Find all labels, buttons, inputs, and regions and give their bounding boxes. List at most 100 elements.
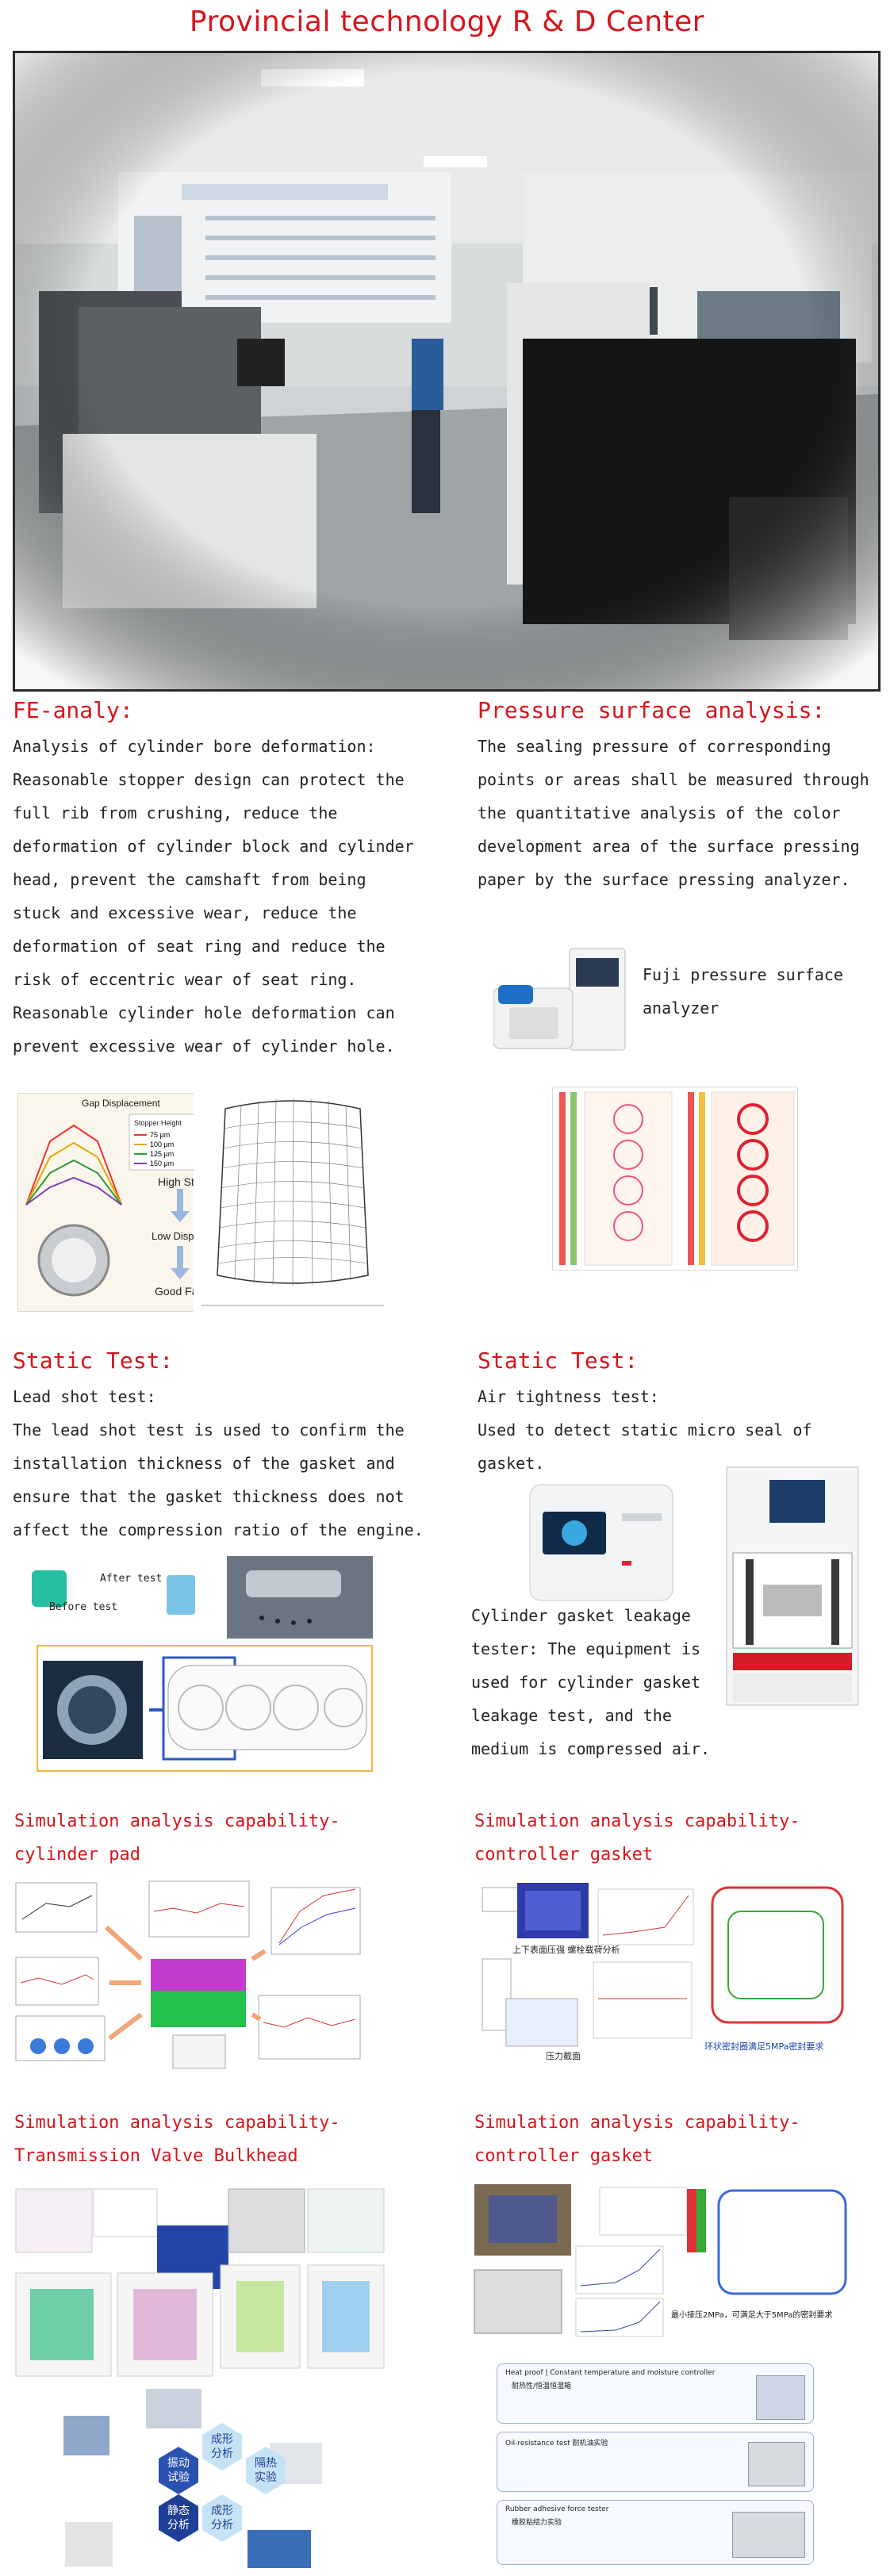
airtight-machine-image xyxy=(722,1466,863,1710)
sim-heading-line: controller gasket xyxy=(474,1845,654,1865)
hex-label: 成形 xyxy=(211,2505,233,2517)
fe-line: Reasonable cylinder hole deformation can xyxy=(13,1003,395,1022)
pressure-line: the quantitative analysis of the color xyxy=(478,803,841,822)
sim-heading-line: controller gasket xyxy=(474,2146,654,2166)
adhesive-tester-icon xyxy=(732,2512,805,2558)
sim-heading-line: Simulation analysis capability- xyxy=(474,1811,800,1831)
heat-proof-sub: 耐热性/恒温恒湿箱 xyxy=(512,2382,572,2390)
gap-label: Gap Displacement xyxy=(82,1098,160,1109)
ctrl-gasket-sim-image: 上下表面压强 螺栓载荷分析 压力截面 环状密封圈满足5MPa密封要求 xyxy=(474,1880,847,2067)
fe-line: deformation of cylinder block and cylind… xyxy=(13,837,414,856)
fe-line: full rib from crushing, reduce the xyxy=(13,803,338,822)
hex-label: 静态 xyxy=(167,2505,190,2517)
lead-shot-line: ensure that the gasket thickness does no… xyxy=(13,1487,405,1506)
pressure-heading: Pressure surface analysis: xyxy=(478,697,826,723)
sim-heading-line: Simulation analysis capability- xyxy=(14,1811,340,1831)
fuji-caption-line: Fuji pressure surface xyxy=(643,965,843,984)
ctrl-note: 上下表面压强 螺栓载荷分析 xyxy=(512,1944,620,1955)
lead-shot-line: installation thickness of the gasket and xyxy=(13,1454,395,1473)
fe-line: deformation of seat ring and reduce the xyxy=(13,937,386,956)
fe-text: Analysis of cylinder bore deformation: R… xyxy=(13,730,441,1063)
lead-shot-line: The lead shot test is used to confirm th… xyxy=(13,1420,405,1439)
sim-heading-line: Transmission Valve Bulkhead xyxy=(14,2146,298,2166)
pressure-line: development area of the surface pressing xyxy=(478,837,860,856)
sim-cyl-pad-heading: Simulation analysis capability- cylinder… xyxy=(14,1805,340,1872)
after-test-label: After test xyxy=(100,1573,162,1585)
rubber-sub: 橡胶粘结力实验 xyxy=(512,2519,562,2527)
lab-photo xyxy=(13,51,881,692)
fe-line: head, prevent the camshaft from being xyxy=(13,870,366,889)
ctrl-note: 最小接压2MPa，可满足大于5MPa的密封要求 xyxy=(671,2310,832,2320)
pressure-paper-image xyxy=(552,1087,798,1271)
leak-line: tester: The equipment is xyxy=(471,1639,700,1658)
static-left-text: Lead shot test: The lead shot test is us… xyxy=(13,1380,457,1547)
pressure-line: paper by the surface pressing analyzer. xyxy=(478,870,850,889)
pressure-line: points or areas shall be measured throug… xyxy=(478,770,869,789)
ctrl-note: 环状密封圈满足5MPa密封要求 xyxy=(704,2041,823,2052)
legend-item: 150 μm xyxy=(150,1160,174,1167)
pressure-text: The sealing pressure of corresponding po… xyxy=(478,730,890,896)
lead-shot-line: affect the compression ratio of the engi… xyxy=(13,1520,424,1539)
oil-tester-icon xyxy=(748,2442,805,2486)
before-test-label: Before test xyxy=(49,1601,117,1613)
sim-valve-heading: Simulation analysis capability- Transmis… xyxy=(14,2106,340,2173)
svg-text:实验: 实验 xyxy=(255,2471,277,2484)
air-tightness-line: Used to detect static micro seal of xyxy=(478,1420,812,1439)
leak-tester-text: Cylinder gasket leakage tester: The equi… xyxy=(471,1599,725,1765)
valve-bulkhead-sim-image xyxy=(14,2186,387,2379)
leak-tester-image xyxy=(527,1477,677,1605)
leak-line: leakage test, and the xyxy=(471,1706,672,1725)
sim-ctrl-gasket-heading: Simulation analysis capability- controll… xyxy=(474,1805,800,1872)
fe-line: Reasonable stopper design can protect th… xyxy=(13,770,405,789)
air-tightness-line: gasket. xyxy=(478,1454,545,1473)
rubber-title: Rubber adhesive force tester xyxy=(505,2505,609,2513)
heat-chamber-icon xyxy=(756,2375,805,2420)
gasket-cylinder-image xyxy=(36,1645,373,1772)
oil-resistance-card: Oil-resistance test 耐机油实验 xyxy=(497,2432,814,2492)
ctrl-note: 压力截面 xyxy=(546,2050,581,2061)
legend-item: 75 μm xyxy=(150,1131,170,1139)
svg-text:分析: 分析 xyxy=(211,2519,233,2532)
oil-resistance-title: Oil-resistance test 耐机油实验 xyxy=(505,2440,608,2448)
fe-line: prevent excessive wear of cylinder hole. xyxy=(13,1037,395,1056)
sim-heading-line: Simulation analysis capability- xyxy=(14,2113,340,2133)
static-right-heading: Static Test: xyxy=(478,1347,639,1374)
rubber-adhesive-card: Rubber adhesive force tester 橡胶粘结力实验 xyxy=(497,2500,814,2565)
hex-label: 成形 xyxy=(211,2433,233,2446)
legend-item: 100 μm xyxy=(150,1140,174,1148)
fuji-caption: Fuji pressure surface analyzer xyxy=(643,958,888,1025)
cyl-pad-sim-image xyxy=(14,1880,363,2083)
svg-text:分析: 分析 xyxy=(167,2519,190,2532)
static-right-text: Air tightness test: Used to detect stati… xyxy=(478,1380,874,1480)
static-left-heading: Static Test: xyxy=(13,1347,174,1374)
heat-proof-title: Heat proof | Constant temperature and mo… xyxy=(505,2369,716,2377)
fe-line: Analysis of cylinder bore deformation: xyxy=(13,737,376,756)
leak-line: Cylinder gasket leakage xyxy=(471,1606,691,1625)
sim-ctrl-gasket-2-heading: Simulation analysis capability- controll… xyxy=(474,2106,800,2173)
hex-label: 振动 xyxy=(167,2457,190,2470)
air-tightness-line: Air tightness test: xyxy=(478,1387,659,1406)
legend-item: 125 μm xyxy=(150,1150,174,1158)
svg-text:分析: 分析 xyxy=(211,2448,233,2460)
cylinder-mesh-image xyxy=(194,1093,392,1317)
lead-shot-line: Lead shot test: xyxy=(13,1387,156,1406)
page-title: Provincial technology R & D Center xyxy=(189,6,705,38)
capability-hexagons: 振动试验 成形分析 隔热实验 静态分析 成形分析 xyxy=(63,2387,325,2571)
hex-label: 隔热 xyxy=(255,2457,277,2470)
fe-heading: FE-analy: xyxy=(13,697,133,723)
sim-heading-line: cylinder pad xyxy=(14,1845,140,1865)
lead-shot-image: After test Before test xyxy=(32,1554,373,1642)
svg-text:试验: 试验 xyxy=(167,2471,190,2484)
leak-line: medium is compressed air. xyxy=(471,1739,711,1758)
fe-line: risk of eccentric wear of seat ring. xyxy=(13,970,357,989)
ctrl-gasket-2-sim-image: 最小接压2MPa，可满足大于5MPa的密封要求 xyxy=(473,2183,850,2338)
fuji-analyzer-image xyxy=(493,941,630,1060)
legend-title: Stopper Height xyxy=(134,1119,182,1127)
fe-line: stuck and excessive wear, reduce the xyxy=(13,903,357,922)
sim-heading-line: Simulation analysis capability- xyxy=(474,2113,800,2133)
fuji-caption-line: analyzer xyxy=(643,999,719,1018)
tests-panel: Heat proof | Constant temperature and mo… xyxy=(497,2363,814,2570)
heat-proof-card: Heat proof | Constant temperature and mo… xyxy=(497,2363,814,2424)
leak-line: used for cylinder gasket xyxy=(471,1673,700,1692)
pressure-line: The sealing pressure of corresponding xyxy=(478,737,831,756)
